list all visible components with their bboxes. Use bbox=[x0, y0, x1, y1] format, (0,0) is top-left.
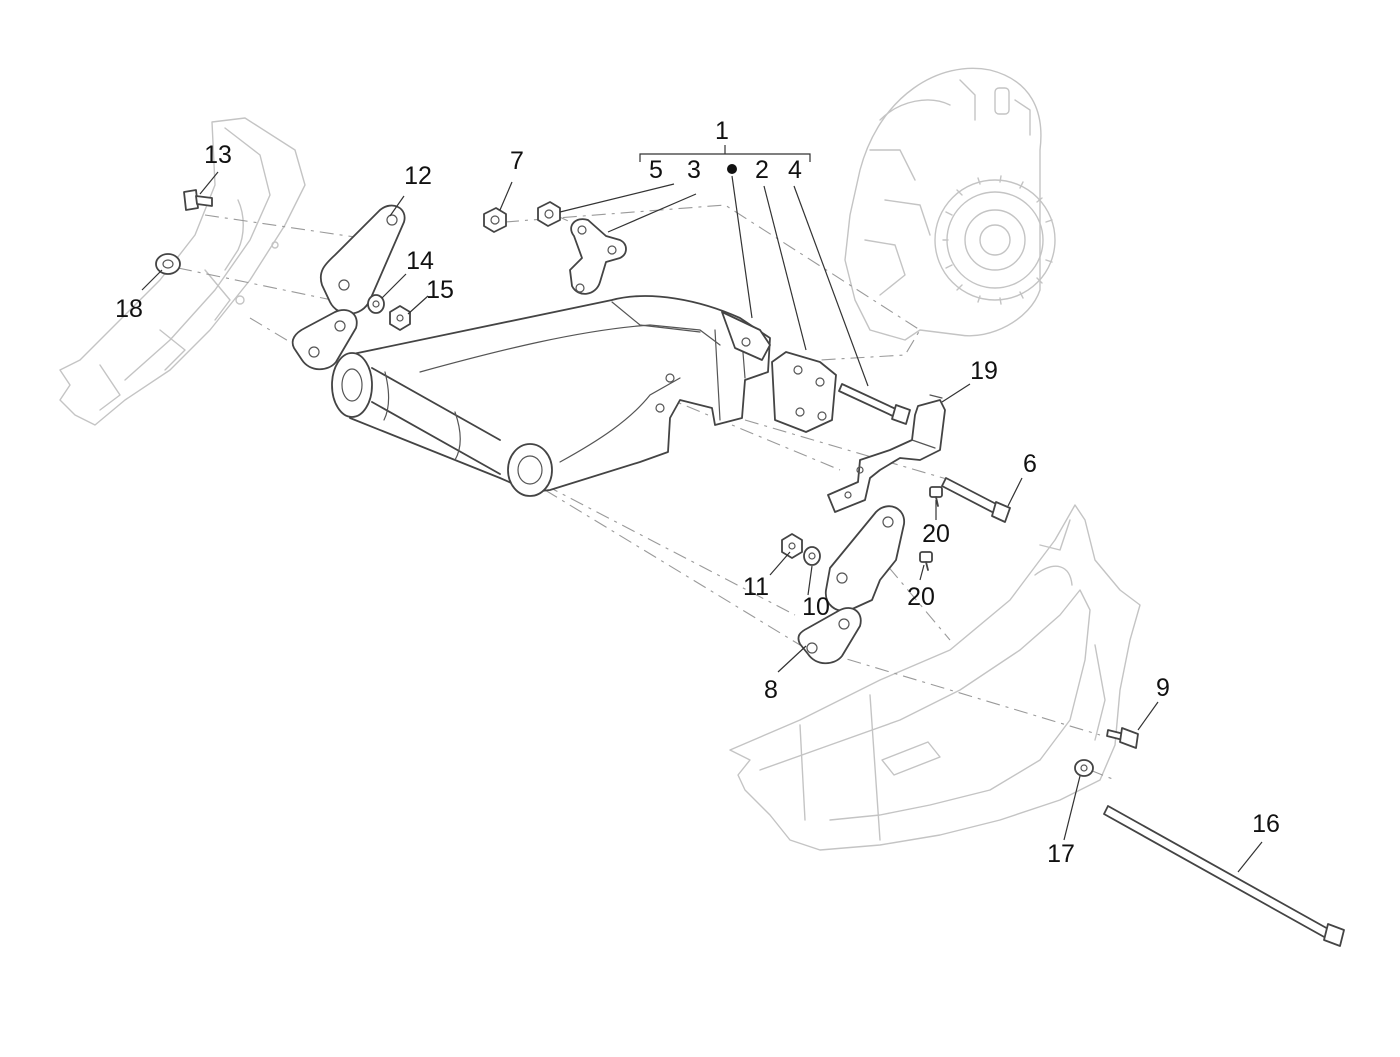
callout-18: 18 bbox=[115, 295, 143, 323]
callout-8: 8 bbox=[764, 676, 778, 704]
long-bolt-16 bbox=[1103, 805, 1345, 947]
washer-10 bbox=[803, 546, 821, 566]
left-bracket-plates bbox=[291, 204, 406, 371]
nut-11 bbox=[781, 533, 803, 559]
mounting-plate bbox=[771, 351, 837, 433]
swingarm bbox=[331, 295, 771, 497]
nut-7 bbox=[483, 207, 507, 233]
callout-7: 7 bbox=[510, 147, 524, 175]
callout-2: 2 bbox=[755, 156, 769, 184]
callout-3: 3 bbox=[687, 156, 701, 184]
callout-20-upper: 20 bbox=[922, 520, 950, 548]
group-marker-dot bbox=[727, 164, 737, 174]
left-frame-ghost bbox=[59, 117, 306, 426]
callout-13: 13 bbox=[204, 141, 232, 169]
callout-11: 11 bbox=[743, 573, 769, 601]
callout-10: 10 bbox=[802, 593, 830, 621]
right-frame-ghost bbox=[729, 504, 1141, 851]
leader-lines bbox=[141, 145, 1263, 873]
callout-20-lower: 20 bbox=[907, 583, 935, 611]
callout-labels: 1 2 3 4 5 6 7 8 9 10 11 12 13 14 15 16 1… bbox=[115, 117, 1280, 868]
callout-19: 19 bbox=[970, 357, 998, 385]
bolt-4 bbox=[838, 383, 911, 425]
callout-6: 6 bbox=[1023, 450, 1037, 478]
washer-17 bbox=[1074, 759, 1094, 777]
right-bracket-plates bbox=[797, 505, 905, 665]
nut-5 bbox=[537, 201, 561, 227]
small-bracket bbox=[569, 218, 627, 295]
washer-18 bbox=[155, 253, 181, 275]
bolt-13 bbox=[183, 189, 213, 211]
washer-14 bbox=[367, 294, 385, 314]
callout-16: 16 bbox=[1252, 810, 1280, 838]
callout-1: 1 bbox=[715, 117, 729, 145]
bolt-6 bbox=[941, 477, 1011, 523]
bracket-19 bbox=[827, 394, 946, 513]
bolt-9 bbox=[1106, 727, 1139, 749]
callout-9: 9 bbox=[1156, 674, 1170, 702]
callout-12: 12 bbox=[404, 162, 432, 190]
nut-15 bbox=[389, 305, 411, 331]
callout-15: 15 bbox=[426, 276, 454, 304]
callout-14: 14 bbox=[406, 247, 434, 275]
callout-5: 5 bbox=[649, 156, 663, 184]
callout-17: 17 bbox=[1047, 840, 1075, 868]
screws-20 bbox=[919, 486, 943, 571]
engine-ghost bbox=[844, 67, 1056, 341]
callout-4: 4 bbox=[788, 156, 802, 184]
